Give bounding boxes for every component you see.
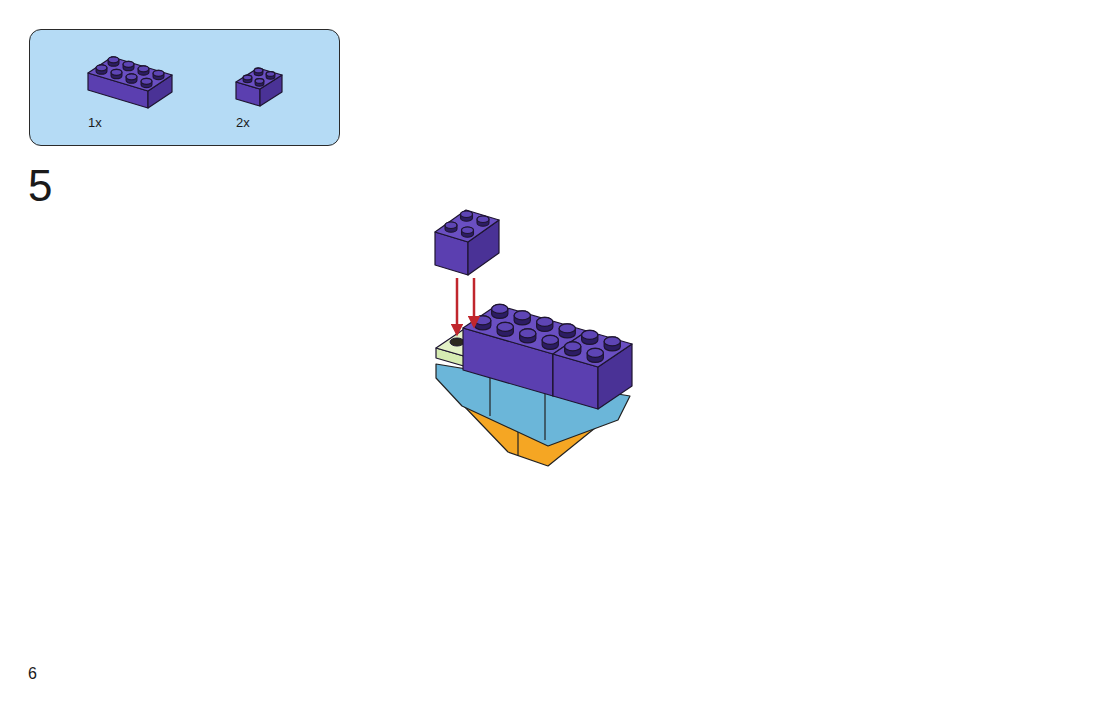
part-icons [30, 30, 341, 147]
part-count: 2x [236, 115, 250, 130]
placement-arrows [457, 278, 474, 334]
falling-brick [435, 210, 499, 275]
parts-panel: 1x 2x [29, 29, 340, 146]
step-number: 5 [28, 162, 52, 210]
page-number: 6 [28, 665, 37, 683]
brick-stack [436, 304, 632, 409]
part-count: 1x [88, 115, 102, 130]
